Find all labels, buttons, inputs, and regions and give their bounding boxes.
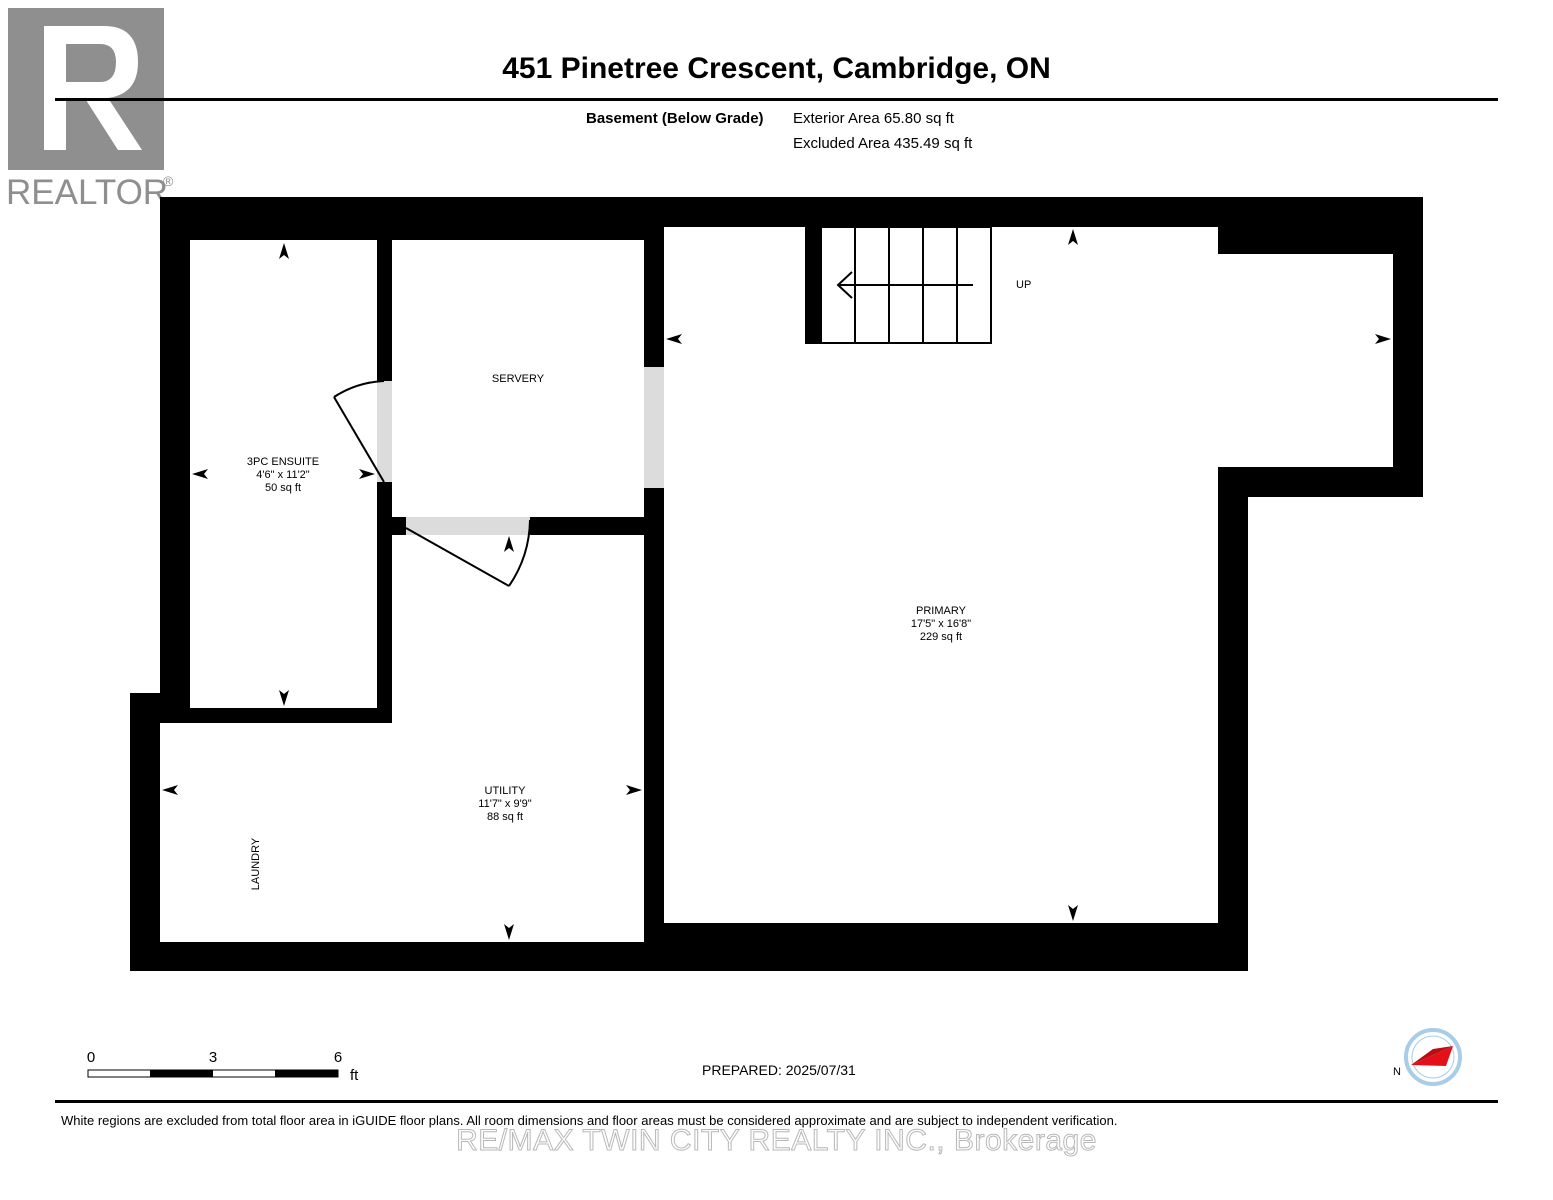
svg-text:229 sq ft: 229 sq ft xyxy=(920,631,962,643)
scale-tick-3: 3 xyxy=(209,1049,217,1066)
walls xyxy=(130,197,1423,971)
svg-text:88 sq ft: 88 sq ft xyxy=(487,811,523,823)
room-utility: UTILITY 11'7" x 9'9" 88 sq ft xyxy=(478,785,531,823)
dimension-arrows xyxy=(162,229,1391,940)
ensuite-door xyxy=(333,380,385,483)
realtor-wordmark: REALTOR xyxy=(6,173,168,212)
svg-text:3PC ENSUITE: 3PC ENSUITE xyxy=(247,456,319,468)
utility-door xyxy=(405,519,531,587)
scale-unit: ft xyxy=(350,1067,359,1084)
svg-text:UTILITY: UTILITY xyxy=(485,785,527,797)
svg-text:17'5" x 16'8": 17'5" x 16'8" xyxy=(911,618,971,630)
svg-text:PRIMARY: PRIMARY xyxy=(916,605,967,617)
level-name: Basement (Below Grade) xyxy=(586,110,764,127)
room-servery: SERVERY xyxy=(492,373,545,385)
page-title: 451 Pinetree Crescent, Cambridge, ON xyxy=(502,52,1051,85)
utility-doorway xyxy=(406,517,530,535)
primary-doorway xyxy=(644,367,664,488)
scale-tick-0: 0 xyxy=(87,1049,95,1066)
staircase xyxy=(805,226,992,344)
compass-icon: N xyxy=(1393,1028,1462,1086)
svg-text:11'7" x 9'9": 11'7" x 9'9" xyxy=(478,798,531,810)
room-primary: PRIMARY 17'5" x 16'8" 229 sq ft xyxy=(911,605,971,643)
header-divider xyxy=(55,98,1498,101)
realtor-logo: REALTOR ® xyxy=(6,8,174,212)
svg-text:50 sq ft: 50 sq ft xyxy=(265,482,301,494)
prepared-date: PREPARED: 2025/07/31 xyxy=(702,1062,856,1078)
footer-divider xyxy=(55,1100,1498,1103)
compass-north-label: N xyxy=(1393,1066,1401,1078)
room-ensuite: 3PC ENSUITE 4'6" x 11'2" 50 sq ft xyxy=(247,456,319,494)
ensuite-doorway xyxy=(377,381,392,482)
scale-bar: 0 3 6 ft xyxy=(87,1049,359,1084)
excluded-area: Excluded Area 435.49 sq ft xyxy=(793,135,973,152)
registered-mark: ® xyxy=(163,173,174,189)
disclaimer: White regions are excluded from total fl… xyxy=(61,1113,1118,1128)
room-laundry: LAUNDRY xyxy=(250,837,262,890)
realtor-r-icon xyxy=(44,26,142,150)
brokerage-watermark: RE/MAX TWIN CITY REALTY INC., Brokerage xyxy=(456,1124,1097,1158)
exterior-area: Exterior Area 65.80 sq ft xyxy=(793,110,954,127)
scale-tick-6: 6 xyxy=(334,1049,342,1066)
svg-text:4'6" x 11'2": 4'6" x 11'2" xyxy=(256,469,309,481)
stairs-up-label: UP xyxy=(1016,279,1031,291)
